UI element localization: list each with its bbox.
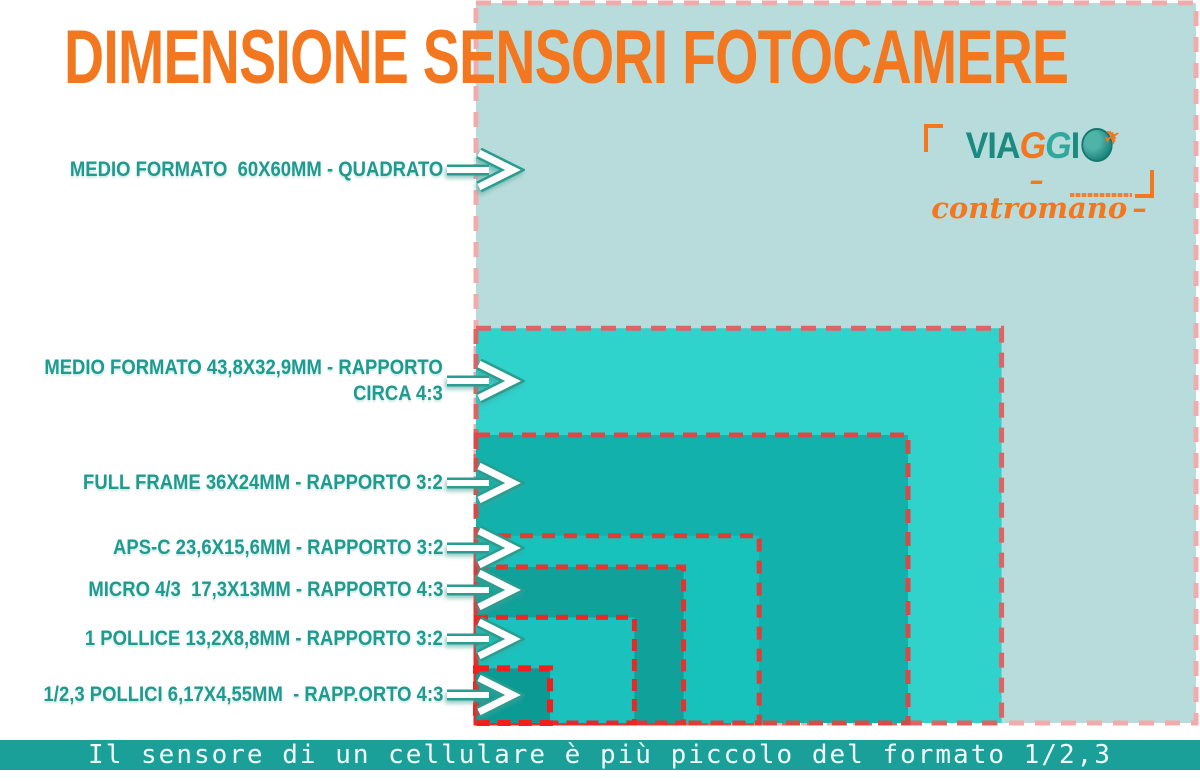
- logo-wordmark: VIAGGI✈: [933, 125, 1145, 166]
- arrow-icon: [447, 359, 525, 403]
- logo-text-g2: G: [1045, 125, 1071, 166]
- logo-bracket-left-icon: [924, 124, 943, 152]
- logo-text-g1: G: [1019, 125, 1046, 166]
- arrow-icon: [447, 568, 525, 612]
- arrow-icon: [447, 461, 525, 505]
- footer-banner: Il sensore di un cellulare è più piccolo…: [0, 740, 1200, 770]
- sensor-label-aps-c: APS-C 23,6X15,6MM - RAPPORTO 3:2: [112, 536, 443, 559]
- sensor-label-medio-formato-quadrato: MEDIO FORMATO 60X60MM - QUADRATO: [69, 158, 443, 181]
- logo-viaggio-contromano: VIAGGI✈ contromano: [924, 124, 1154, 223]
- sensor-label-1-2-3-pollici: 1/2,3 POLLICI 6,17X4,55MM - RAPP.ORTO 4:…: [43, 683, 443, 706]
- arrow-icon: [447, 673, 525, 717]
- arrow-icon: [447, 617, 525, 661]
- sensor-label-full-frame: FULL FRAME 36X24MM - RAPPORTO 3:2: [83, 471, 443, 494]
- sensor-label-1-pollice: 1 POLLICE 13,2X8,8MM - RAPPORTO 3:2: [84, 627, 443, 650]
- logo-text-i: I: [1070, 125, 1080, 166]
- logo-text-via: VIA: [965, 125, 1021, 166]
- airplane-icon: ✈: [1101, 124, 1124, 152]
- page-title: DIMENSIONE SENSORI FOTOCAMERE: [64, 15, 1069, 100]
- logo-bracket-right-icon: [1135, 170, 1154, 198]
- logo-script-contromano: contromano: [924, 166, 1154, 223]
- logo-tagline-micro-text: [1070, 193, 1132, 197]
- sensor-label-micro-4-3: MICRO 4/3 17,3X13MM - RAPPORTO 4:3: [88, 578, 443, 601]
- arrow-icon: [447, 526, 525, 570]
- globe-icon: ✈: [1081, 125, 1123, 162]
- arrow-icon: [447, 148, 525, 192]
